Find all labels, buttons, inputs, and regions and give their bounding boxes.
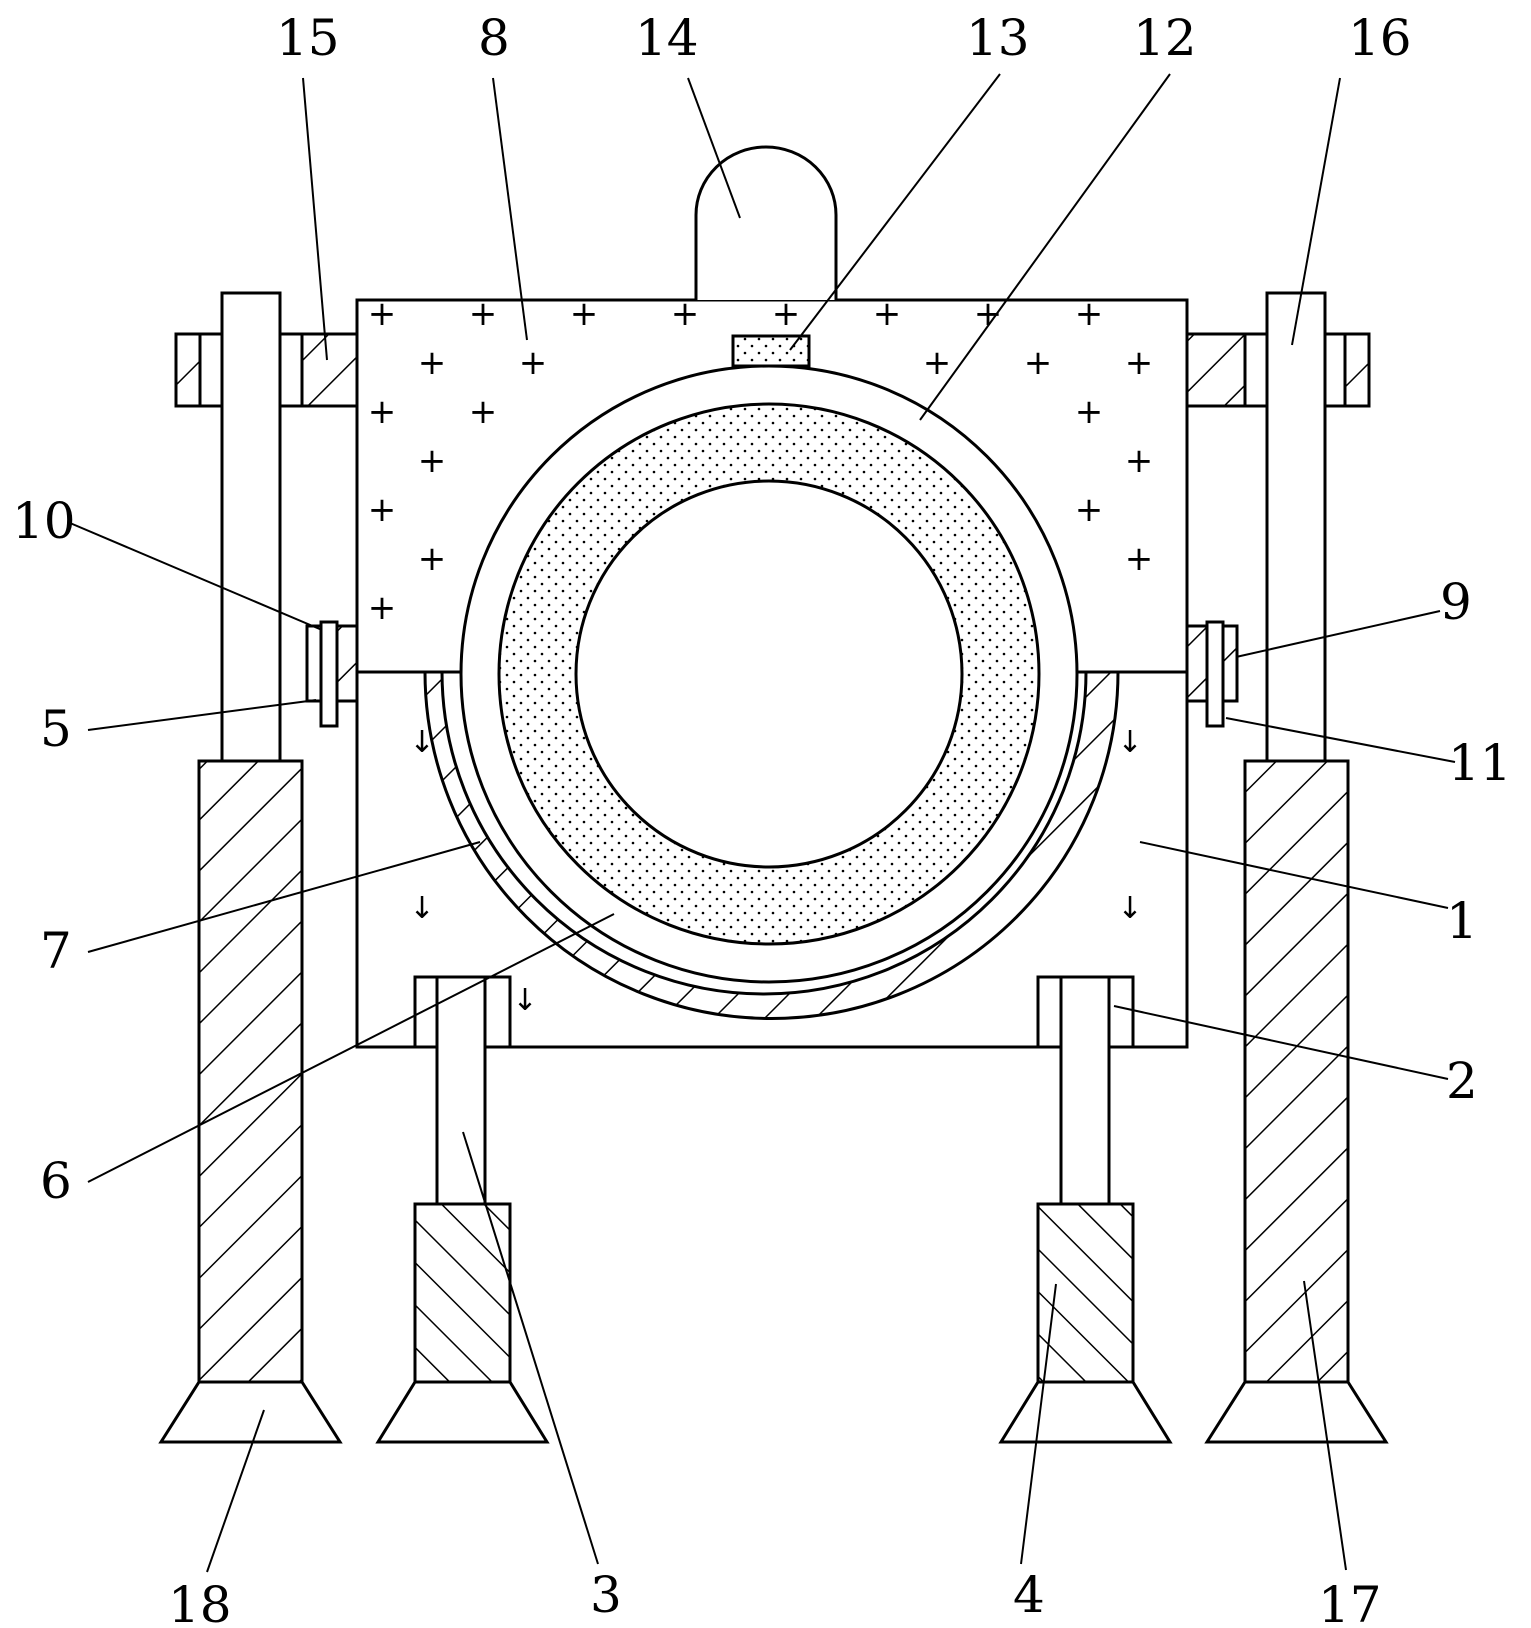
right-outer-foot: [1204, 1380, 1389, 1444]
plus-mark: +: [923, 343, 952, 383]
right-bracket-hatched-a: [1185, 332, 1247, 408]
left-upper-rod: [220, 291, 282, 763]
label-16: 16: [1348, 9, 1412, 67]
left-inner-foot: [375, 1380, 550, 1444]
left-bracket-hatched-b: [300, 332, 359, 408]
motor-housing: [694, 145, 838, 300]
label-1: 1: [1446, 892, 1478, 950]
flow-arrow: ↓: [1117, 891, 1142, 926]
label-4: 4: [1013, 1566, 1045, 1624]
plus-mark: +: [368, 294, 397, 334]
plus-mark: +: [772, 294, 801, 334]
right-inner-leg: [1036, 1202, 1135, 1384]
right-support-rod: [1059, 975, 1111, 1206]
plus-mark: +: [1075, 490, 1104, 530]
plus-mark: +: [1125, 539, 1154, 579]
label-10: 10: [12, 492, 76, 550]
label-7: 7: [40, 922, 72, 980]
leader-lines: [69, 73, 1456, 1573]
flow-arrow: ↓: [409, 891, 434, 926]
right-outer-leg: [1243, 759, 1350, 1384]
right-inner-foot: [998, 1380, 1173, 1444]
left-outer-foot: [158, 1380, 343, 1444]
left-bracket-hatched-a: [174, 332, 202, 408]
label-14: 14: [635, 9, 699, 67]
plus-mark: +: [1024, 343, 1053, 383]
plus-mark: +: [1075, 294, 1104, 334]
plus-mark: +: [418, 441, 447, 481]
plus-mark: +: [368, 588, 397, 628]
label-6: 6: [40, 1152, 72, 1210]
label-5: 5: [40, 700, 72, 758]
right-upper-rod: [1265, 291, 1327, 763]
label-13: 13: [966, 9, 1030, 67]
left-inner-leg: [413, 1202, 512, 1384]
plus-mark: +: [974, 294, 1003, 334]
plus-mark: +: [418, 539, 447, 579]
left-hinge: [305, 620, 359, 728]
label-3: 3: [590, 1566, 622, 1624]
plus-mark: +: [469, 294, 498, 334]
label-18: 18: [168, 1576, 232, 1628]
label-12: 12: [1133, 9, 1197, 67]
plus-mark: +: [873, 294, 902, 334]
plus-mark: +: [368, 490, 397, 530]
label-11: 11: [1448, 734, 1512, 792]
left-outer-leg: [197, 759, 304, 1384]
flow-arrow: ↓: [1117, 725, 1142, 760]
plus-mark: +: [671, 294, 700, 334]
plus-mark: +: [1125, 343, 1154, 383]
label-15: 15: [276, 9, 340, 67]
label-9: 9: [1440, 573, 1472, 631]
label-8: 8: [478, 9, 510, 67]
label-17: 17: [1318, 1576, 1382, 1628]
plus-mark: +: [1125, 441, 1154, 481]
plus-mark: +: [469, 392, 498, 432]
plus-mark: +: [570, 294, 599, 334]
plus-mark: +: [418, 343, 447, 383]
label-2: 2: [1446, 1052, 1478, 1110]
plus-mark: +: [519, 343, 548, 383]
flow-arrow: ↓: [409, 725, 434, 760]
left-support-rod: [435, 975, 487, 1206]
right-bracket-hatched-b: [1343, 332, 1371, 408]
lower-guard-hatched: [423, 670, 1120, 1020]
inner-bore: [574, 479, 964, 869]
flow-arrows: ↓ ↓ ↓ ↓ ↓: [409, 725, 1142, 1018]
plus-mark: +: [368, 392, 397, 432]
right-hinge: [1185, 620, 1239, 728]
plus-mark: +: [1075, 392, 1104, 432]
flow-arrow: ↓: [512, 983, 537, 1018]
